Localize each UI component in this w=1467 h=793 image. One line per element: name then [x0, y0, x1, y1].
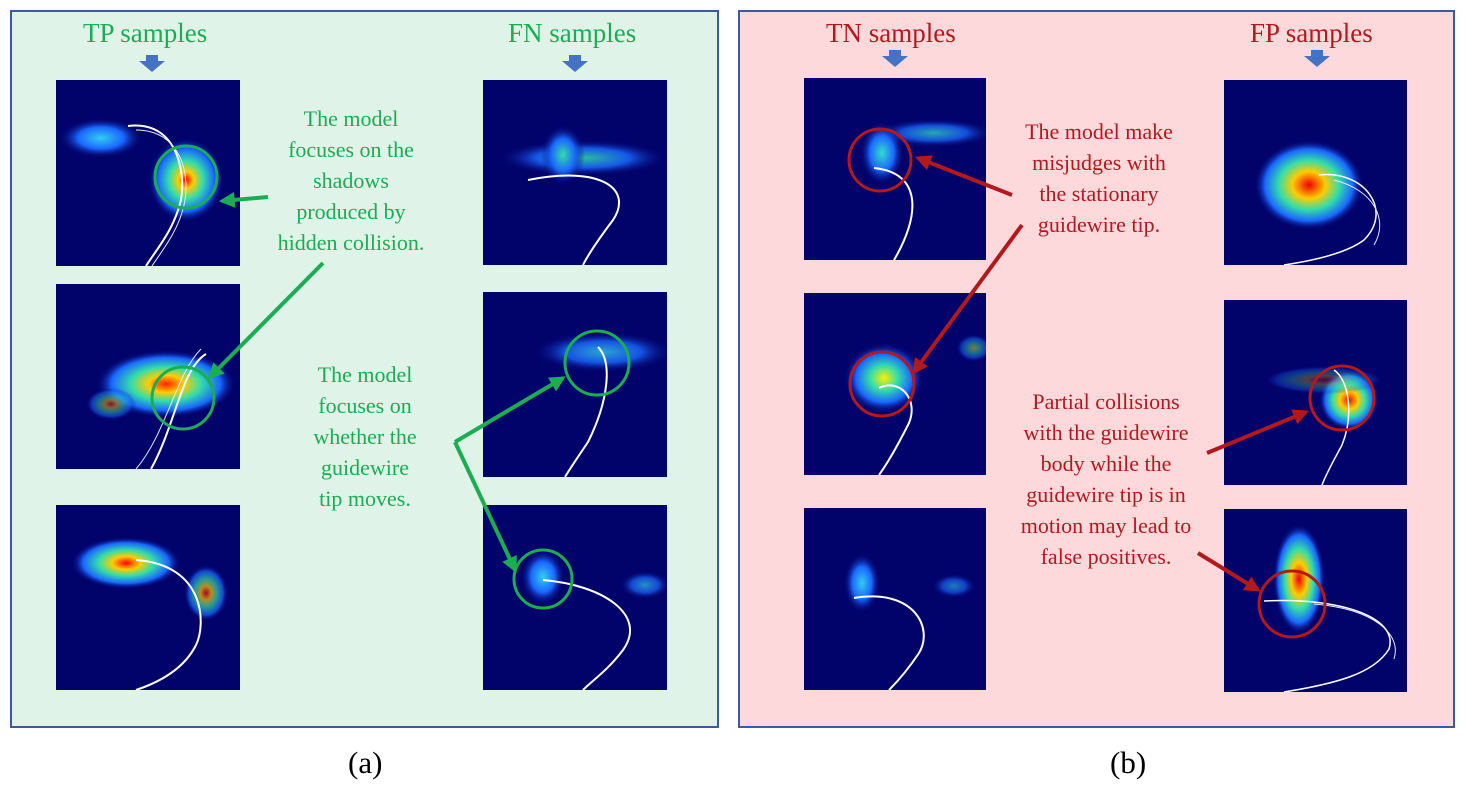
- note-stationary: The model make misjudges with the statio…: [1025, 119, 1173, 237]
- tn-sample-3: [804, 508, 986, 690]
- note-tip-moves: The model focuses on whether the guidewi…: [313, 362, 417, 511]
- note-partial: Partial collisions with the guidewire bo…: [1020, 389, 1192, 569]
- fp-samples-title: FP samples: [1250, 18, 1373, 48]
- tn-sample-2: [804, 293, 986, 475]
- tn-sample-1: [804, 78, 986, 260]
- tp-sample-3: [56, 505, 240, 690]
- fn-sample-2: [483, 292, 667, 477]
- fp-sample-2: [1224, 300, 1407, 485]
- tp-sample-1: [56, 80, 240, 266]
- note-shadows: The model focuses on the shadows produce…: [277, 106, 425, 255]
- tp-sample-2: [56, 284, 240, 469]
- tn-samples-title: TN samples: [826, 18, 956, 48]
- fp-sample-3: [1224, 509, 1407, 692]
- fn-samples-title: FN samples: [508, 18, 637, 48]
- fn-sample-1: [483, 80, 667, 265]
- caption-a: (a): [348, 745, 383, 780]
- fn-sample-3: [483, 505, 667, 690]
- fp-sample-1: [1224, 80, 1407, 265]
- tp-samples-title: TP samples: [83, 18, 208, 48]
- caption-b: (b): [1110, 745, 1147, 780]
